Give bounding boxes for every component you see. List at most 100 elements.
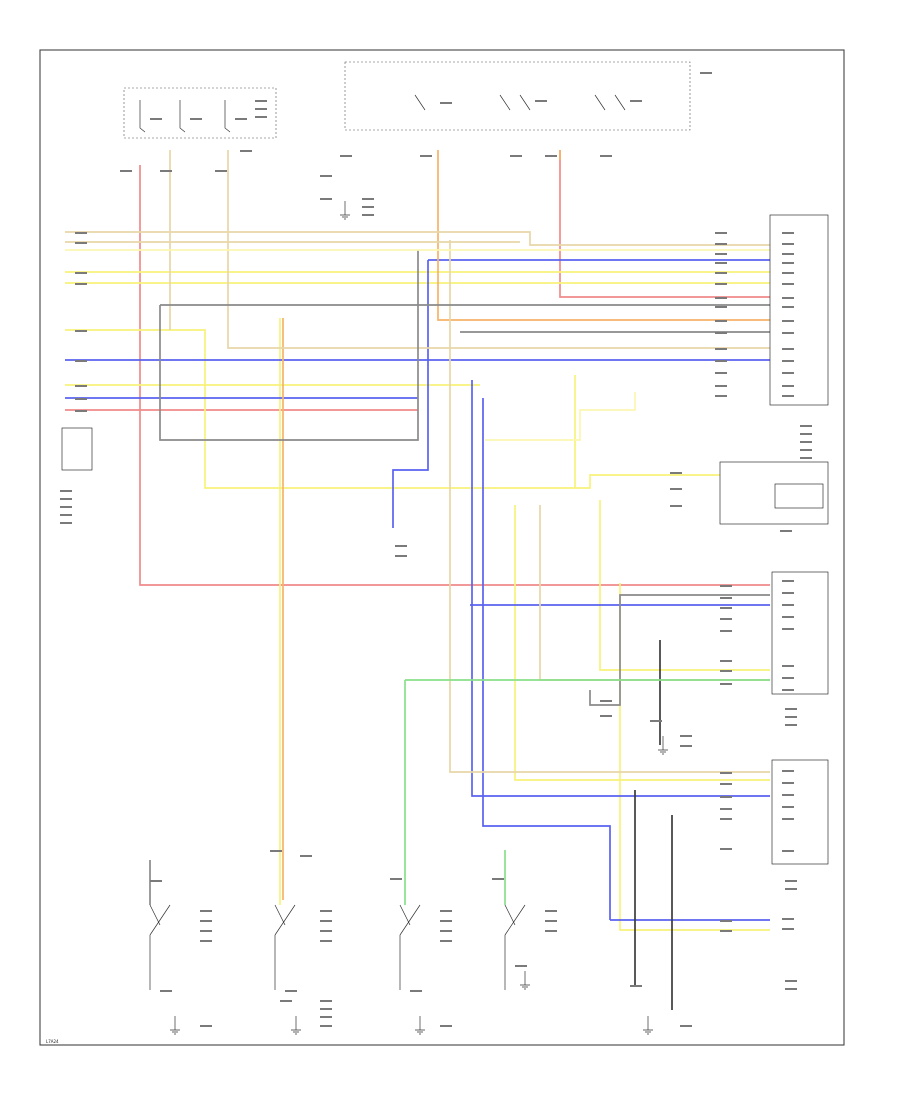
annotation-mark xyxy=(782,770,794,772)
annotation-mark xyxy=(720,796,732,798)
annotation-mark xyxy=(60,514,72,516)
relay-box xyxy=(774,483,824,509)
annotation-mark xyxy=(715,306,727,308)
annotation-mark xyxy=(700,72,712,74)
annotation-mark xyxy=(720,808,732,810)
annotation-mark xyxy=(320,910,332,912)
annotation-mark xyxy=(782,372,794,374)
wire-red xyxy=(559,150,770,298)
annotation-mark xyxy=(782,850,794,852)
annotation-mark xyxy=(340,155,352,157)
hot-at-all-times-box xyxy=(344,61,691,131)
ground-icon xyxy=(291,1016,301,1035)
annotation-mark xyxy=(320,1025,332,1027)
annotation-mark xyxy=(715,360,727,362)
annotation-mark xyxy=(545,920,557,922)
annotation-mark xyxy=(300,855,312,857)
annotation-mark xyxy=(782,243,794,245)
annotation-mark xyxy=(720,670,732,672)
annotation-mark xyxy=(782,262,794,264)
annotation-mark xyxy=(680,1025,692,1027)
annotation-mark xyxy=(60,506,72,508)
wire-blue xyxy=(482,398,611,920)
ground-icon xyxy=(340,201,350,220)
annotation-mark xyxy=(782,806,794,808)
annotation-mark xyxy=(545,930,557,932)
wire-gray xyxy=(159,250,419,441)
annotation-mark xyxy=(75,232,87,234)
annotation-mark xyxy=(362,198,374,200)
annotation-mark xyxy=(720,683,732,685)
annotation-mark xyxy=(440,1025,452,1027)
annotation-mark xyxy=(190,118,202,120)
ground-symbols xyxy=(170,201,668,1035)
annotation-mark xyxy=(785,880,797,882)
ground-icon xyxy=(415,1016,425,1035)
wire-tan xyxy=(449,240,770,773)
annotation-mark xyxy=(75,242,87,244)
annotation-mark xyxy=(60,490,72,492)
annotation-mark xyxy=(320,175,332,177)
wire-yellow xyxy=(619,583,770,931)
annotation-mark xyxy=(410,990,422,992)
annotation-mark xyxy=(440,940,452,942)
annotation-mark xyxy=(320,1008,332,1010)
annotation-mark xyxy=(782,253,794,255)
annotation-mark xyxy=(545,910,557,912)
annotation-mark xyxy=(75,398,87,400)
annotation-mark xyxy=(200,910,212,912)
annotation-mark xyxy=(545,155,557,157)
wire-yellow xyxy=(599,500,770,671)
wire-tan xyxy=(227,150,770,349)
annotation-mark xyxy=(782,385,794,387)
wire-orange xyxy=(437,150,770,321)
annotation-mark xyxy=(200,940,212,942)
annotation-mark xyxy=(492,878,504,880)
annotation-mark xyxy=(670,488,682,490)
annotation-mark xyxy=(440,930,452,932)
annotation-mark xyxy=(440,920,452,922)
annotation-mark xyxy=(75,283,87,285)
annotation-mark xyxy=(782,782,794,784)
heat-shield-module-connector xyxy=(769,214,829,406)
annotation-mark xyxy=(782,677,794,679)
annotation-mark xyxy=(782,928,794,930)
annotation-mark xyxy=(715,372,727,374)
annotation-mark xyxy=(395,555,407,557)
annotation-mark xyxy=(75,410,87,412)
switch-group xyxy=(139,94,626,990)
annotation-mark xyxy=(785,988,797,990)
annotation-mark xyxy=(150,118,162,120)
wire-tan xyxy=(65,231,770,246)
ground-icon xyxy=(658,736,668,755)
annotation-mark xyxy=(630,985,642,987)
annotation-mark xyxy=(782,272,794,274)
annotation-mark xyxy=(782,665,794,667)
annotation-mark xyxy=(395,545,407,547)
annotation-mark xyxy=(200,920,212,922)
annotation-mark xyxy=(715,232,727,234)
annotation-mark xyxy=(720,818,732,820)
annotation-mark xyxy=(200,930,212,932)
annotation-mark xyxy=(320,940,332,942)
annotation-mark xyxy=(782,395,794,397)
annotation-mark xyxy=(600,700,612,702)
annotation-mark xyxy=(785,716,797,718)
annotation-mark xyxy=(715,262,727,264)
annotation-mark xyxy=(720,618,732,620)
seat-switch-connector xyxy=(771,571,829,695)
annotation-mark xyxy=(362,206,374,208)
annotation-mark xyxy=(600,155,612,157)
annotation-mark xyxy=(800,441,812,443)
annotation-mark xyxy=(782,306,794,308)
annotation-mark xyxy=(630,100,642,102)
annotation-mark xyxy=(800,457,812,459)
wire-red xyxy=(139,165,770,586)
annotation-mark xyxy=(320,1016,332,1018)
annotation-mark xyxy=(782,332,794,334)
annotation-mark xyxy=(720,585,732,587)
annotation-mark xyxy=(320,920,332,922)
annotation-mark xyxy=(782,592,794,594)
annotation-mark xyxy=(215,170,227,172)
